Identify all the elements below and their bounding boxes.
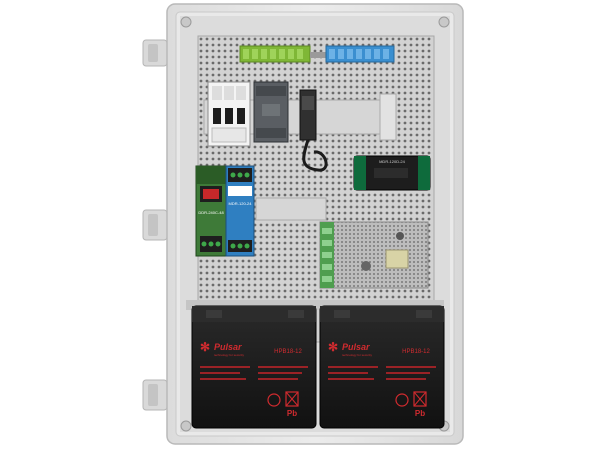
- battery-right-warning-icons: [395, 391, 427, 407]
- battery-left-symbol: ✻: [200, 340, 210, 354]
- battery-left-model: HPB18-12: [274, 349, 302, 355]
- psu-blue-label: MDR-120-24: [229, 201, 253, 206]
- hinge-top: [142, 39, 168, 67]
- battery-left-pb-mark: Pb: [287, 409, 297, 418]
- battery-left-brand: Pulsar: [214, 342, 242, 352]
- hinge-middle: [142, 209, 168, 241]
- battery-left: ✻ Pulsar technology for security HPB18-1…: [191, 305, 317, 429]
- converter-label: MDR-120D-24: [379, 159, 406, 164]
- hinge-bottom: [142, 379, 168, 411]
- psu-green-label: DDR-240C-48: [198, 210, 224, 215]
- terminal-block-blue: [325, 45, 395, 63]
- battery-right-model: HPB18-12: [402, 349, 430, 355]
- battery-right-brand-sub: technology for security: [342, 353, 373, 357]
- battery-right-symbol: ✻: [328, 340, 338, 354]
- battery-right-pb-mark: Pb: [415, 409, 425, 418]
- psu-module-blue: MDR-120-24: [225, 165, 255, 257]
- battery-right-brand: Pulsar: [342, 342, 370, 352]
- terminal-block-green: [239, 45, 311, 63]
- battery-left-warning-icons: [267, 391, 299, 407]
- surge-module: [299, 89, 328, 172]
- din-module-grey: [253, 81, 289, 143]
- battery-right: ✻ Pulsar technology for security HPB18-1…: [319, 305, 445, 429]
- din-rail-lower: [255, 197, 327, 221]
- battery-left-brand-sub: technology for security: [214, 353, 245, 357]
- open-frame-psu-board: [319, 221, 429, 289]
- circuit-breakers: [207, 81, 251, 147]
- psu-module-green: DDR-240C-48: [195, 165, 227, 257]
- dc-converter-module: MDR-120D-24: [353, 155, 431, 191]
